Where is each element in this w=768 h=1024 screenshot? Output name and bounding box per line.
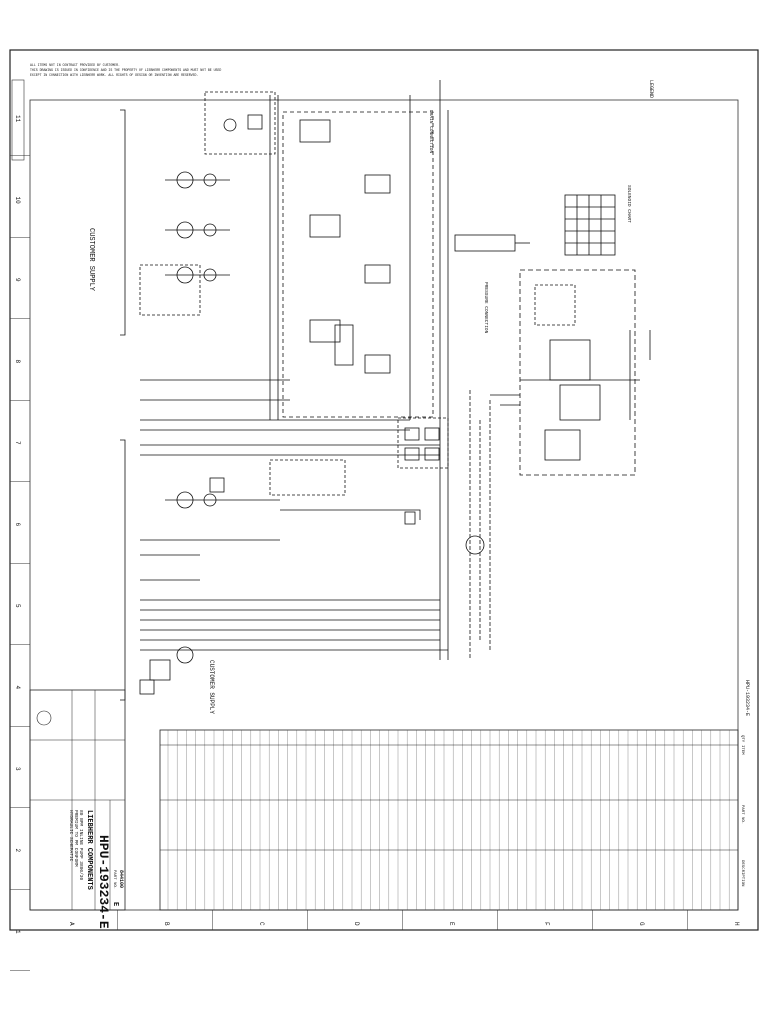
grid-number: 10 bbox=[14, 197, 21, 205]
company-logo-icon bbox=[36, 710, 52, 726]
side-drawing-tag: HPU-193234-E bbox=[744, 680, 750, 716]
col-item-header: ITEM bbox=[740, 745, 744, 755]
grid-letter: A bbox=[68, 922, 75, 926]
grid-letter: F bbox=[543, 922, 550, 926]
grid-number: 9 bbox=[14, 278, 21, 282]
customer-supply-label-lower: CUSTOMER SUPPLY bbox=[208, 660, 215, 714]
grid-number: 4 bbox=[14, 686, 21, 690]
grid-letter: D bbox=[353, 922, 360, 926]
company-name: LIEBHERR COMPONENTS bbox=[85, 810, 93, 890]
notice-line-1: ALL ITEMS NOT IN CONTRACT PROVIDED BY CU… bbox=[30, 63, 120, 67]
grid-number: 2 bbox=[14, 849, 21, 853]
notice-line-3: EXCEPT IN CONNECTION WITH LIEBHERR WORK.… bbox=[30, 73, 198, 77]
grid-number: 6 bbox=[14, 523, 21, 527]
title-line-1: 80 BPM INLINE PUMP 3800/30 bbox=[78, 810, 84, 881]
margin-marker bbox=[11, 79, 25, 161]
hydraulic-schematic bbox=[120, 80, 651, 701]
grid-number: 8 bbox=[14, 360, 21, 364]
part-no-label: PART NO. bbox=[112, 870, 116, 889]
col-description-header: DESCRIPTION bbox=[740, 860, 744, 887]
sheet-border bbox=[9, 49, 759, 931]
solenoid-chart-label: SOLENOID CHART bbox=[626, 185, 632, 223]
title-line-2: PREMIUM TO PM CONFORM bbox=[73, 810, 79, 867]
grid-letter: B bbox=[163, 922, 170, 926]
pressure-connection-label: PRESSURE CONNECTION bbox=[483, 282, 489, 334]
grid-letter: G bbox=[638, 922, 645, 926]
grid-letter: E bbox=[448, 922, 455, 926]
title-block: LIEBHERR COMPONENTS 80 BPM INLINE PUMP 3… bbox=[29, 689, 126, 929]
grid-number: 1 bbox=[14, 930, 21, 934]
parts-list-table: ITEM PART NO. DESCRIPTION QTY bbox=[159, 729, 744, 911]
grid-number: 11 bbox=[14, 115, 21, 123]
revision-letter: E bbox=[111, 902, 119, 906]
grid-number: 5 bbox=[14, 604, 21, 608]
notice-line-2: THIS DRAWING IS ISSUED IN CONFIDENCE AND… bbox=[30, 68, 221, 72]
customer-supply-label: CUSTOMER SUPPLY bbox=[87, 228, 95, 292]
grid-marks: 11 10 9 8 7 6 5 4 3 2 1 A B C D E F G H bbox=[10, 115, 740, 971]
title-line-3: HYDRAULIC SCHEMATIC bbox=[68, 810, 74, 862]
grid-number: 7 bbox=[14, 441, 21, 445]
col-qty-header: QTY bbox=[740, 735, 744, 743]
drawing-number: HPU-193234-E bbox=[96, 835, 111, 929]
part-no-value: 844100 bbox=[118, 870, 124, 888]
col-part-no-header: PART NO. bbox=[740, 805, 744, 824]
legend-title: LEGEND bbox=[648, 80, 654, 98]
grid-letter: C bbox=[258, 922, 265, 926]
drain-connection-label: DRAIN CONNECTION bbox=[428, 110, 434, 154]
grid-number: 3 bbox=[14, 767, 21, 771]
grid-letter: H bbox=[733, 922, 740, 926]
